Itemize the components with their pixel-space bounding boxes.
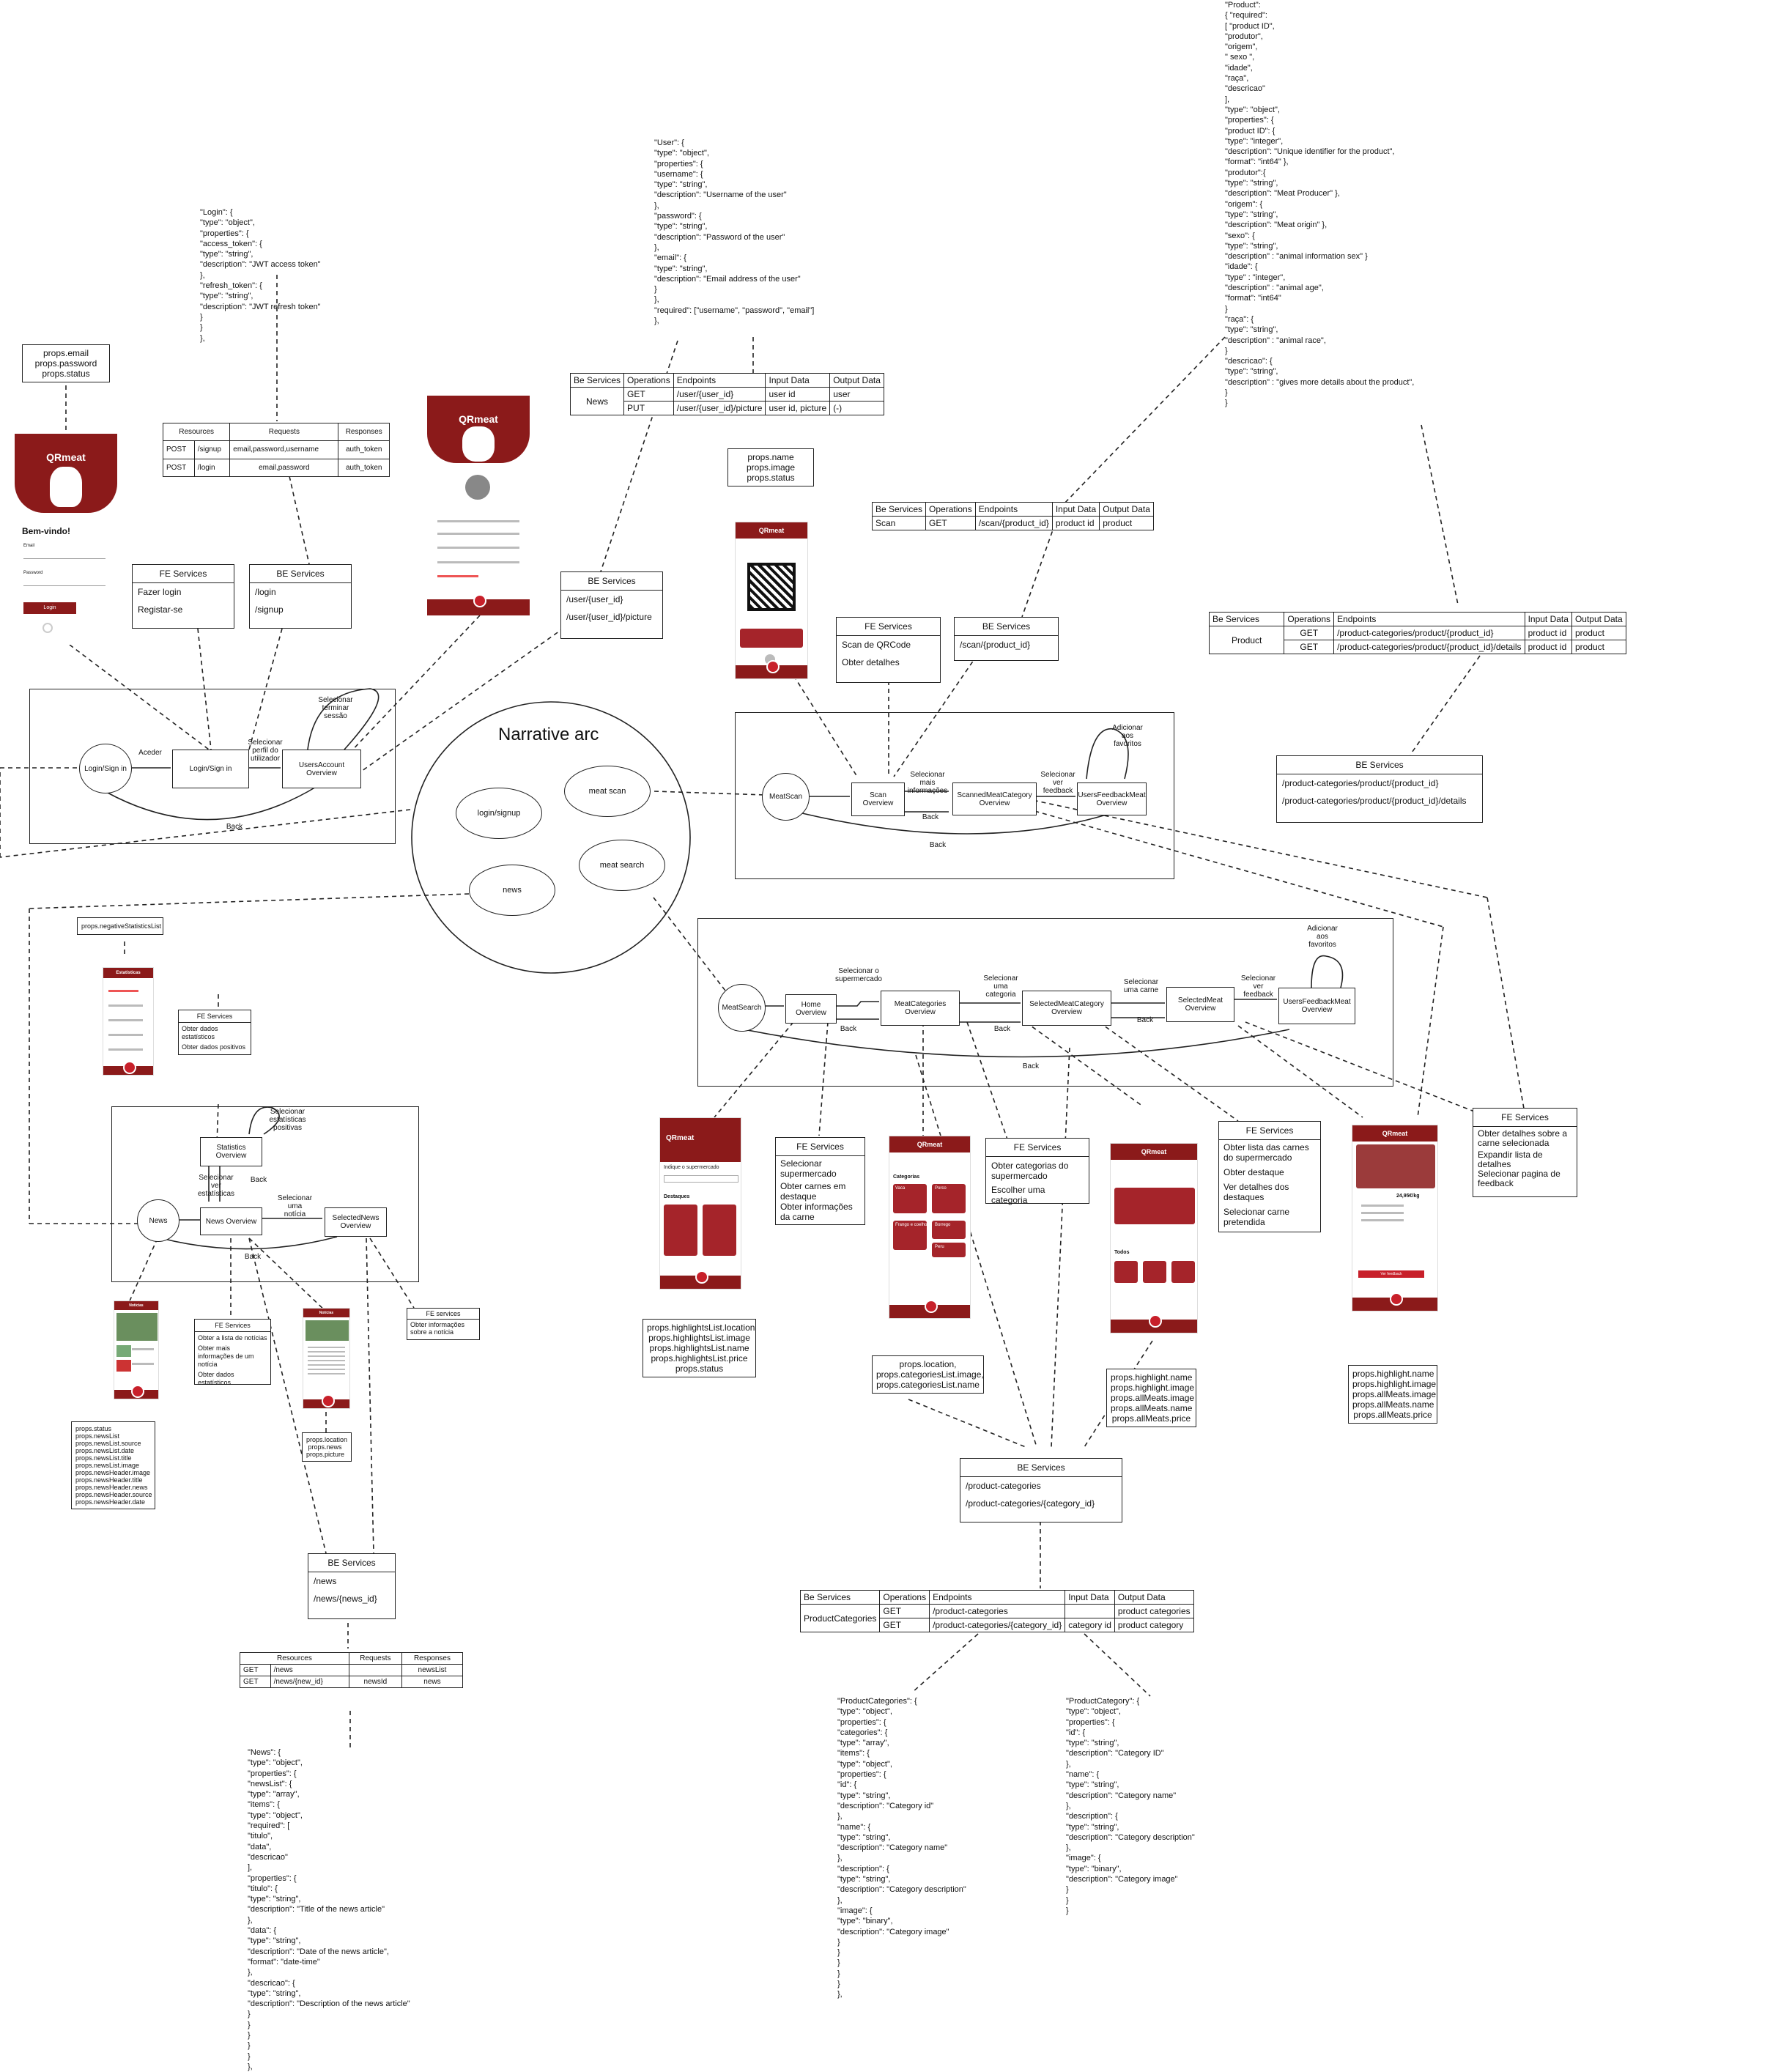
- news-props: props.status props.newsList props.newsLi…: [71, 1421, 155, 1509]
- user-be-services: BE Services /user/{user_id} /user/{user_…: [560, 571, 663, 639]
- selnews-props: props.location props.news props.picture: [302, 1432, 352, 1462]
- cow-logo-icon: [50, 467, 82, 507]
- category-json: "ProductCategory": { "type": "object", "…: [1066, 1696, 1195, 1916]
- scanned-category-state[interactable]: ScannedMeatCategory Overview: [952, 782, 1037, 815]
- categories-be-services: BE Services /product-categories /product…: [960, 1458, 1122, 1522]
- news-list-mockup: Notícias: [114, 1300, 159, 1399]
- edge-label-ver: Selecionar ver estatísticas: [190, 1174, 242, 1198]
- news-start-node[interactable]: News: [137, 1199, 179, 1242]
- selected-news-mockup: Notícias: [303, 1308, 350, 1409]
- login-json: "Login": { "type": "object", "properties…: [200, 207, 321, 344]
- statistics-state[interactable]: Statistics Overview: [200, 1137, 262, 1166]
- meat-categories-state[interactable]: MeatCategories Overview: [881, 991, 960, 1026]
- edge-label-aceder: Aceder: [132, 749, 169, 757]
- login-be-services: BE Services /login /signup: [249, 564, 352, 629]
- users-account-state[interactable]: UsersAccount Overview: [282, 750, 361, 788]
- avatar-icon: [465, 475, 490, 500]
- scan-endpoints-table: Be ServicesOperationsEndpointsInput Data…: [872, 502, 1154, 530]
- selected-category-mockup: QRmeat Todos: [1110, 1143, 1198, 1333]
- selected-meat-state[interactable]: SelectedMeat Overview: [1166, 987, 1234, 1022]
- narrative-search[interactable]: meat search: [579, 840, 665, 891]
- edge-label-back-s4: Back: [1020, 1062, 1042, 1070]
- scan-start-node[interactable]: MeatScan: [762, 773, 810, 821]
- edge-label-back-s3: Back: [1134, 1016, 1156, 1024]
- meat-props: props.highlight.name props.highlight.ima…: [1348, 1365, 1437, 1424]
- edge-label-search-fav: Adicionar aos favoritos: [1297, 925, 1348, 949]
- edge-label-back-scan2: Back: [927, 841, 949, 849]
- login-button[interactable]: Login: [23, 602, 76, 614]
- scan-mockup: QRmeat: [735, 522, 808, 679]
- login-mockup: QRmeat Bem-vindo! Email Password Login: [15, 434, 117, 645]
- product-json: "Product": { "required": [ "product ID",…: [1225, 0, 1414, 409]
- home-mockup: QRmeat Indique o supermercado Destaques: [659, 1117, 741, 1290]
- selected-category-state[interactable]: SelectedMeatCategory Overview: [1022, 991, 1111, 1026]
- statistics-mockup: Estatísticas: [103, 967, 154, 1076]
- edge-label-back-n1: Back: [248, 1176, 270, 1184]
- edge-label-noticia: Selecionar uma notícia: [271, 1194, 319, 1218]
- edge-label-carne: Selecionar uma carne: [1114, 978, 1169, 994]
- news-be-services: BE Services /news /news/{news_id}: [308, 1553, 396, 1619]
- news-overview-state[interactable]: News Overview: [200, 1207, 262, 1235]
- scan-overview-state[interactable]: Scan Overview: [851, 782, 905, 816]
- edge-label-back: Back: [220, 823, 249, 831]
- categories-endpoints-table: Be ServicesOperationsEndpointsInput Data…: [800, 1590, 1194, 1632]
- edge-label-fav: Adicionar aos favoritos: [1103, 724, 1152, 748]
- edge-label-categoria: Selecionar uma categoria: [974, 974, 1027, 999]
- edge-label-sessao: Selecionar terminar sessão: [314, 696, 358, 720]
- search-feedback-state[interactable]: UsersFeedbackMeat Overview: [1278, 988, 1355, 1024]
- edge-label-search-feedback: Selecionar ver feedback: [1234, 974, 1282, 999]
- scan-feedback-state[interactable]: UsersFeedbackMeat Overview: [1077, 782, 1147, 815]
- selcat-fe-services: FE Services Obter lista das carnes do su…: [1218, 1121, 1321, 1232]
- meat-fe-services: FE Services Obter detalhes sobre a carne…: [1473, 1108, 1577, 1197]
- user-endpoints-table: Be ServicesOperationsEndpointsInput Data…: [570, 373, 884, 415]
- login-state[interactable]: Login/Sign in: [172, 750, 249, 788]
- narrative-title: Narrative arc: [498, 725, 599, 744]
- categories-json: "ProductCategories": { "type": "object",…: [837, 1696, 966, 2000]
- news-fe-services: FE Services Obter a lista de notícias Ob…: [194, 1319, 271, 1385]
- news-frame: [111, 1106, 419, 1282]
- selected-meat-mockup: QRmeat 24,95€/kg Ver feedback: [1352, 1125, 1438, 1311]
- edge-label-back-scan1: Back: [919, 813, 941, 821]
- scan-be-services: BE Services /scan/{product_id}: [954, 617, 1059, 661]
- edge-label-back-n2: Back: [242, 1253, 264, 1261]
- edge-label-supermercado: Selecionar o supermercado: [828, 967, 889, 983]
- edge-label-back-s1: Back: [837, 1025, 859, 1033]
- narrative-login[interactable]: login/signup: [456, 788, 542, 839]
- login-start-node[interactable]: Login/Sign in: [79, 744, 132, 793]
- login-resources-table: ResourcesRequestsResponses POST/signupem…: [163, 423, 390, 477]
- edge-label-info: Selecionar mais informações: [903, 771, 952, 795]
- profile-mockup: QRmeat: [427, 396, 530, 615]
- news-json: "News": { "type": "object", "properties"…: [248, 1747, 410, 2072]
- login-props: props.email props.password props.status: [22, 344, 110, 382]
- stats-fe-services: FE Services Obter dados estatísticos Obt…: [178, 1010, 251, 1055]
- narrative-scan[interactable]: meat scan: [564, 766, 651, 817]
- login-fe-services: FE Services Fazer login Registar-se: [132, 564, 234, 629]
- edge-label-back-s2: Back: [991, 1025, 1013, 1033]
- news-resources-table: ResourcesRequestsResponses GET/newsnewsL…: [240, 1652, 463, 1688]
- edge-label-feedback: Selecionar ver feedback: [1033, 771, 1083, 795]
- cat-fe-services: FE Services Obter categorias do supermer…: [985, 1138, 1089, 1204]
- stats-props: props.negativeStatisticsList: [77, 917, 163, 935]
- scan-fe-services: FE Services Scan de QRCode Obter detalhe…: [836, 617, 941, 683]
- home-props: props.highlightsList.location props.high…: [643, 1319, 756, 1377]
- categories-mockup: QRmeat Categorias Vaca Porco Frango e co…: [889, 1136, 971, 1319]
- product-be-services: BE Services /product-categories/product/…: [1276, 755, 1483, 823]
- product-endpoints-table: Be ServicesOperationsEndpointsInput Data…: [1209, 612, 1626, 654]
- edge-label-positivas: Selecionar estatísticas positivas: [264, 1108, 311, 1132]
- selnews-fe-services: FE services Obter informações sobre a no…: [407, 1308, 480, 1340]
- home-state[interactable]: Home Overview: [785, 994, 837, 1024]
- selected-news-state[interactable]: SelectedNews Overview: [325, 1207, 387, 1237]
- user-json: "User": { "type": "object", "properties"…: [654, 138, 814, 326]
- edge-label-perfil: Selecionar perfil do utilizador: [243, 739, 287, 763]
- scan-props: props.name props.image props.status: [727, 448, 814, 486]
- qr-code-icon: [747, 563, 796, 611]
- narrative-news[interactable]: news: [469, 865, 555, 916]
- cat-props: props.location, props.categoriesList.ima…: [872, 1355, 984, 1394]
- search-start-node[interactable]: MeatSearch: [718, 984, 766, 1032]
- selcat-props: props.highlight.name props.highlight.ima…: [1106, 1369, 1196, 1427]
- home-fe-services: FE Services Selecionar supermercado Obte…: [775, 1137, 865, 1225]
